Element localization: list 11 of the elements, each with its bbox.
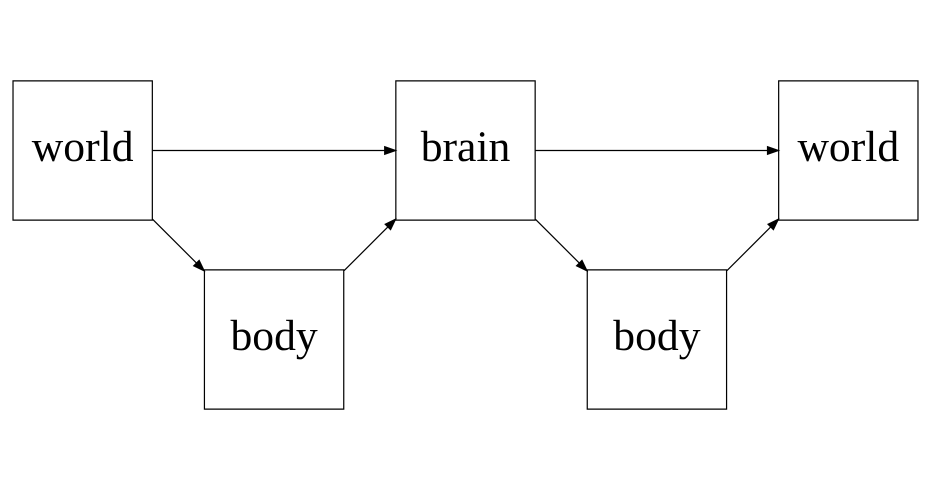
arrow (536, 146, 780, 156)
arrow (152, 146, 398, 156)
arrow (535, 218, 588, 272)
node-box: body (204, 269, 344, 410)
arrow (344, 218, 397, 272)
node-box: body (586, 269, 728, 410)
arrow (152, 218, 206, 272)
node-box: brain (395, 80, 536, 221)
arrow (726, 218, 780, 272)
node-box: world (12, 80, 153, 221)
node-box: world (778, 80, 919, 221)
